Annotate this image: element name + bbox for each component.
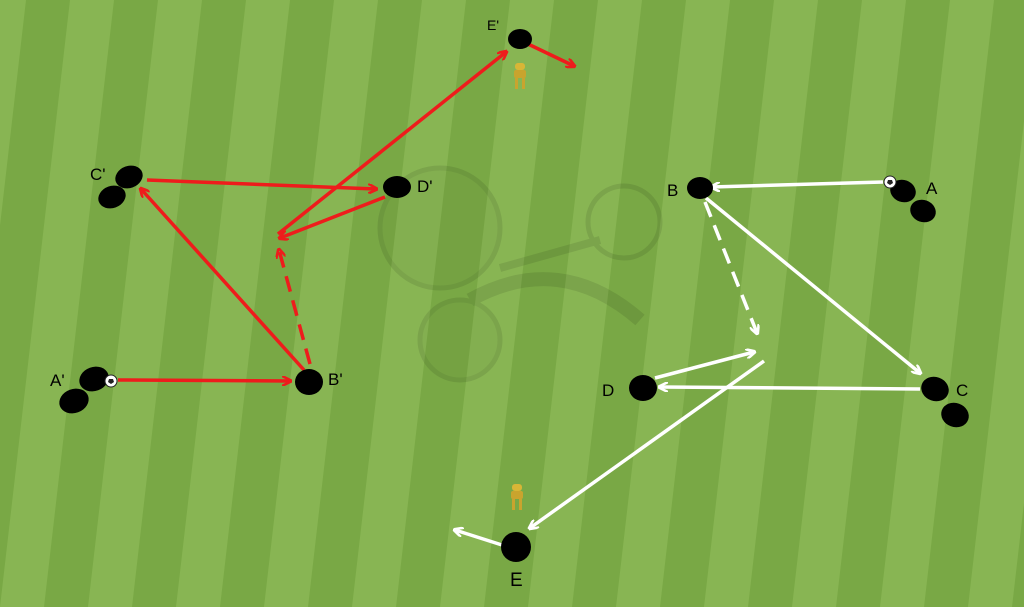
white-long-pass-to-e bbox=[530, 359, 766, 528]
label-red-b: B' bbox=[328, 370, 343, 389]
white-run-b-to-c bbox=[704, 196, 920, 373]
grass-stripe bbox=[792, 0, 906, 607]
grass-stripe bbox=[704, 0, 818, 607]
label-red-c: C' bbox=[90, 165, 106, 184]
player-marker-icon bbox=[921, 376, 949, 402]
player-marker-icon bbox=[383, 176, 411, 198]
label-white-b: B bbox=[667, 181, 678, 200]
player-marker-icon bbox=[910, 199, 936, 223]
player-marker-icon bbox=[890, 179, 916, 203]
grass-stripe bbox=[176, 0, 290, 607]
white-pass-c-to-d bbox=[660, 387, 921, 389]
soccer-ball-watermark bbox=[377, 165, 663, 383]
label-red-e: E' bbox=[487, 17, 499, 33]
soccer-ball-icon bbox=[883, 175, 897, 189]
white-run-e bbox=[455, 530, 503, 547]
label-white-d: D bbox=[602, 381, 614, 400]
red-drill bbox=[117, 42, 574, 381]
grass-stripe bbox=[528, 0, 642, 607]
player-marker-icon bbox=[629, 375, 657, 401]
red-group-c-players bbox=[98, 165, 143, 209]
player-marker-icon bbox=[115, 165, 143, 189]
white-group-c-players bbox=[921, 376, 969, 428]
label-red-a: A' bbox=[50, 371, 65, 390]
soccer-ball-icon bbox=[104, 374, 118, 388]
player-marker-icon bbox=[687, 177, 713, 199]
player-marker-icon bbox=[59, 388, 89, 414]
player-marker-icon bbox=[79, 366, 109, 392]
white-group-a-players bbox=[883, 175, 936, 223]
grass-stripe bbox=[880, 0, 994, 607]
red-run-e bbox=[527, 42, 574, 66]
grass-stripe bbox=[264, 0, 378, 607]
grass-stripe bbox=[352, 0, 466, 607]
grass-stripe bbox=[0, 0, 114, 607]
grass-stripe bbox=[616, 0, 730, 607]
player-marker-icon bbox=[98, 185, 126, 209]
grass-stripe bbox=[0, 0, 26, 226]
red-run-b-to-c bbox=[141, 189, 306, 372]
red-dashed-run-b bbox=[279, 250, 312, 365]
label-white-a: A bbox=[926, 179, 938, 198]
player-marker-icon bbox=[295, 369, 323, 395]
player-marker-icon bbox=[501, 532, 531, 562]
label-red-d: D' bbox=[417, 177, 433, 196]
grass-stripe bbox=[440, 0, 554, 607]
grass-stripe bbox=[968, 121, 1024, 607]
player-marker-icon bbox=[508, 29, 532, 49]
grass-stripe bbox=[88, 0, 202, 607]
label-white-e: E bbox=[510, 570, 523, 591]
white-pass-a-to-b bbox=[712, 180, 884, 187]
red-pass-d-back bbox=[280, 195, 386, 238]
label-white-c: C bbox=[956, 381, 968, 400]
white-pass-d-to-b bbox=[654, 352, 754, 380]
red-pass-a-to-b bbox=[117, 380, 290, 381]
player-marker-icon bbox=[941, 402, 969, 428]
white-drill bbox=[455, 180, 921, 547]
red-group-a-players bbox=[59, 366, 118, 414]
red-long-pass-to-e bbox=[276, 52, 506, 236]
